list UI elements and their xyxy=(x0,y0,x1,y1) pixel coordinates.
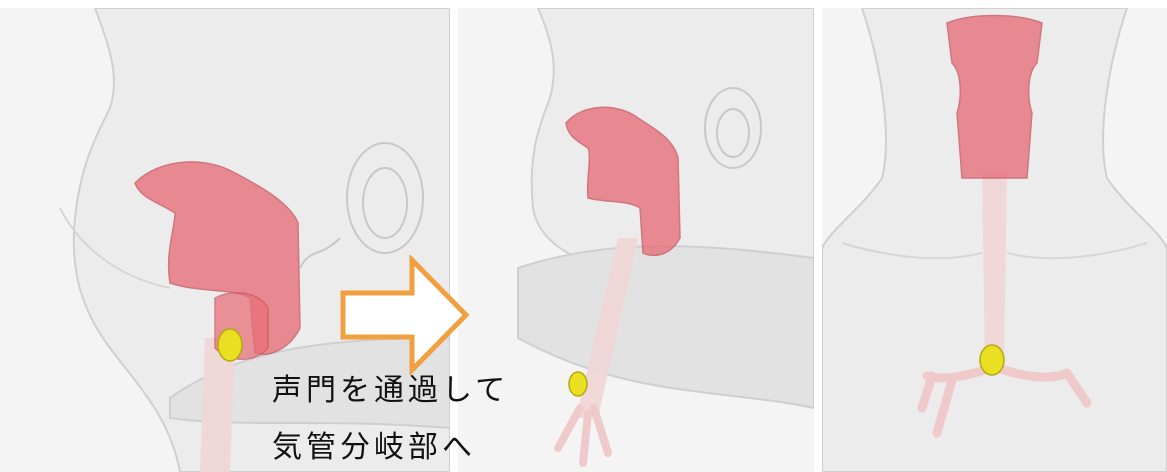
foreign-body xyxy=(569,372,587,396)
shoulder-band xyxy=(518,246,814,408)
foreign-body xyxy=(980,345,1004,375)
trachea-illustration xyxy=(458,8,814,472)
larynx xyxy=(947,16,1042,179)
caption-line-2: 気管分岐部へ xyxy=(272,433,476,463)
image-panel-trachea xyxy=(458,8,814,472)
caption-line-1: 声門を通過して xyxy=(272,376,509,406)
foreign-body xyxy=(218,329,242,361)
image-panel-frontal xyxy=(822,8,1167,472)
frontal-illustration xyxy=(822,8,1167,472)
transition-arrow xyxy=(340,255,470,375)
right-arrow-icon xyxy=(340,255,470,375)
trachea xyxy=(982,173,1007,368)
